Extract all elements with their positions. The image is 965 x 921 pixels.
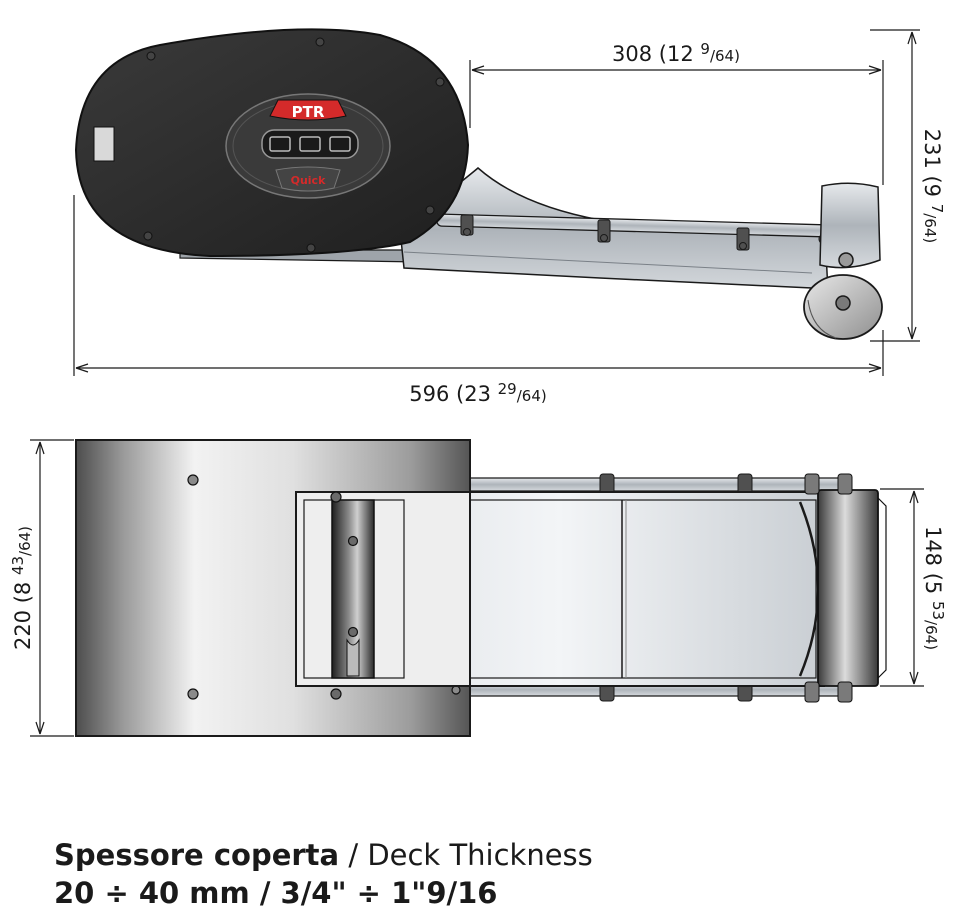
deck-thickness-range: 20 ÷ 40 mm / 3/4" ÷ 1"9/16 (54, 876, 498, 910)
dim-rail-width: 148 (5 53/64) (921, 526, 947, 650)
button-3 (329, 136, 351, 152)
rod-clamps (460, 214, 830, 251)
dim-rod-length: 308 (12 9/64) (612, 40, 740, 66)
logo-model: PTR (292, 103, 325, 121)
top-rod-upper (465, 477, 845, 492)
roller-end-caps (804, 473, 853, 703)
deck-thickness-title-en: / Deck Thickness (339, 838, 593, 872)
side-view: PTR Quick (74, 28, 883, 340)
bracket-bolt (838, 252, 854, 268)
button-1 (269, 136, 291, 152)
deck-thickness-title: Spessore coperta / Deck Thickness (54, 838, 593, 872)
ptr-badge (269, 99, 347, 121)
button-strip (261, 129, 359, 159)
housing-screws (143, 37, 445, 253)
dim-height: 231 (9 7/64) (920, 129, 946, 244)
dim-total-length: 596 (23 29/64) (409, 380, 546, 406)
top-dimension-lines (30, 439, 924, 737)
quick-badge (275, 166, 341, 192)
dim-width: 220 (8 43/64) (9, 526, 35, 650)
front-roller (817, 489, 879, 687)
label-plate (93, 126, 115, 162)
control-panel: PTR Quick (225, 93, 391, 199)
deck-thickness-title-it: Spessore coperta (54, 838, 340, 872)
top-view (75, 439, 887, 737)
roller-bracket (819, 182, 881, 269)
wheel-axle-bolt (835, 295, 851, 311)
button-2 (299, 136, 321, 152)
plate-cutout (295, 491, 471, 687)
logo-brand: Quick (291, 174, 326, 187)
side-dimension-lines (73, 29, 920, 376)
drum-bolts (330, 491, 359, 700)
